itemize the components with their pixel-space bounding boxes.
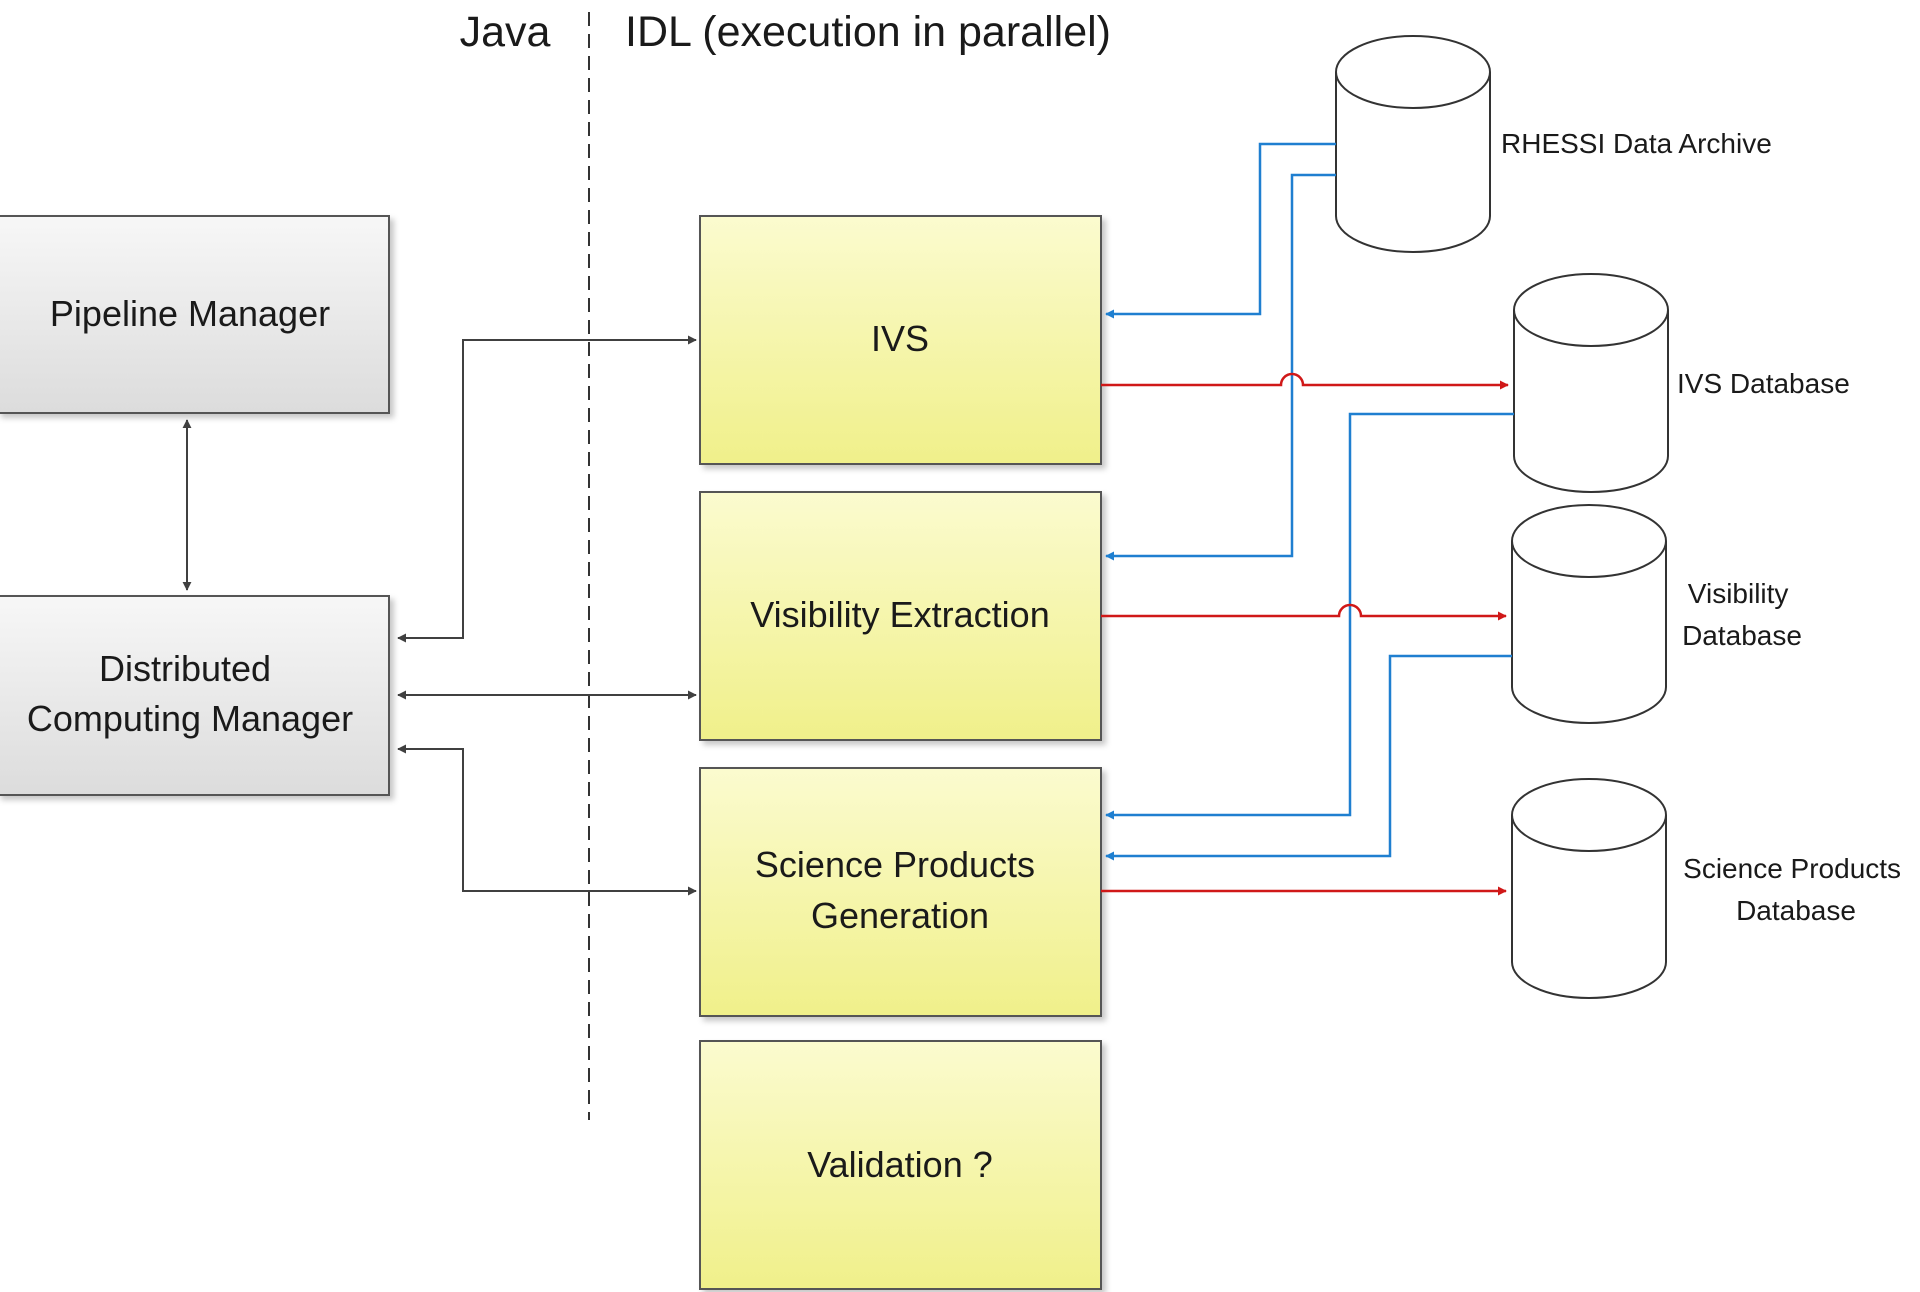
ivs-database-cylinder: [1513, 273, 1669, 493]
ivsdb-to-science-arrow: [1105, 412, 1514, 820]
ivs-box: IVS: [699, 215, 1102, 465]
ivs-to-ivsdb-arrow: [1101, 372, 1509, 390]
dcm-ivs-connector: [397, 335, 697, 643]
distributed-computing-manager-box: Distributed Computing Manager: [0, 595, 390, 796]
rhessi-to-visibility-arrow: [1105, 173, 1336, 561]
rhessi-to-ivs-arrow: [1105, 142, 1336, 319]
pipeline-manager-label: Pipeline Manager: [50, 293, 330, 334]
idl-header: IDL (execution in parallel): [625, 8, 1111, 56]
science-products-generation-box: Science Products Generation: [699, 767, 1102, 1017]
java-header: Java: [460, 8, 551, 56]
visibility-extraction-box: Visibility Extraction: [699, 491, 1102, 741]
validation-box: Validation ?: [699, 1040, 1102, 1290]
distributed-computing-manager-label: Distributed Computing Manager: [27, 648, 353, 739]
validation-label: Validation ?: [807, 1144, 992, 1185]
visdb-to-science-arrow: [1105, 654, 1512, 861]
visibility-extraction-label: Visibility Extraction: [750, 594, 1049, 635]
dcm-science-connector: [397, 744, 697, 896]
science-products-database-label: Science Products Database: [1683, 853, 1909, 926]
visibility-database-cylinder: [1511, 504, 1667, 724]
science-products-database-cylinder: [1511, 778, 1667, 999]
ivs-label: IVS: [871, 318, 929, 359]
visibility-database-label: Visibility Database: [1682, 578, 1802, 651]
pipeline-manager-box: Pipeline Manager: [0, 215, 390, 414]
science-products-generation-label: Science Products Generation: [755, 844, 1045, 936]
ivs-database-label: IVS Database: [1677, 368, 1850, 399]
rhessi-data-archive-label: RHESSI Data Archive: [1501, 128, 1772, 159]
rhessi-data-archive-cylinder: [1335, 35, 1491, 253]
visibility-to-visdb-arrow: [1101, 603, 1507, 621]
